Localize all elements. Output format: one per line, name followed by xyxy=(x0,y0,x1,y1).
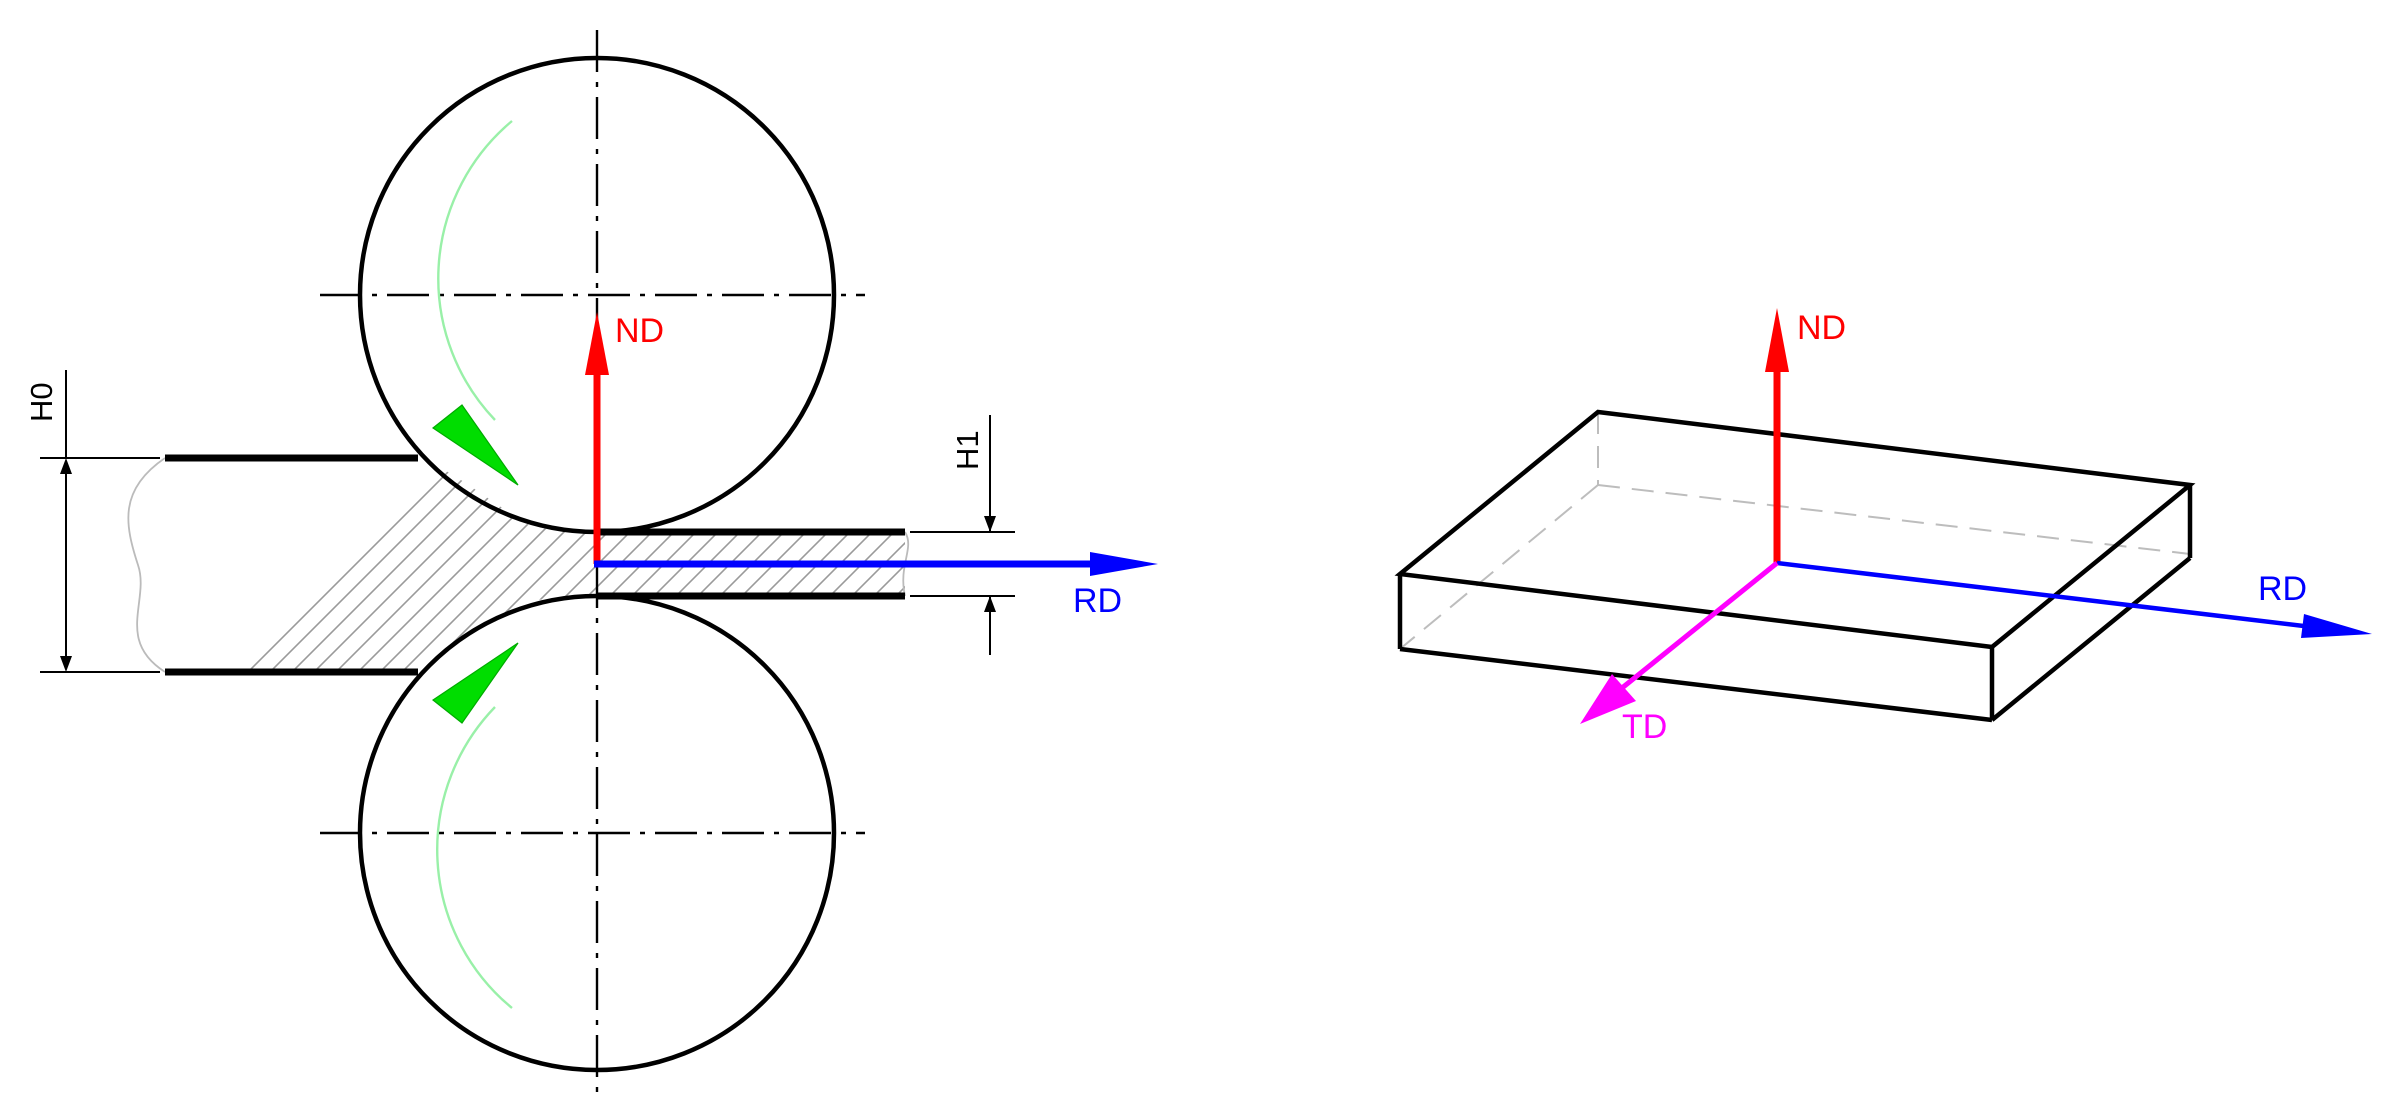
hatch-line xyxy=(793,458,906,672)
hatch-line xyxy=(595,458,897,672)
hatch-line xyxy=(639,458,906,672)
nd-arrowhead-icon xyxy=(585,312,609,375)
hatch-line xyxy=(1080,420,1380,720)
sheet-rd-label: RD xyxy=(2258,570,2307,608)
sheet-nd-label: ND xyxy=(1797,309,1846,347)
sheet-td-label: TD xyxy=(1622,708,1667,746)
hatch-line xyxy=(1124,420,1424,720)
strip-right-wavy-edge xyxy=(902,531,910,597)
rd-arrowhead-icon xyxy=(2301,614,2372,638)
upper-roll-rotation-arrow-icon xyxy=(431,404,519,486)
sheet-right-bottom-edge xyxy=(1990,556,2192,722)
hatch-line xyxy=(771,458,906,672)
rolling-schematic: H0 H1 ND RD xyxy=(24,30,1622,1095)
rd-arrowhead-icon xyxy=(1090,552,1158,576)
sheet-top-face xyxy=(1394,409,2196,650)
rolling-rd-label: RD xyxy=(1073,582,1122,620)
hatch-line xyxy=(661,458,906,672)
rolling-nd-label: ND xyxy=(615,312,664,350)
strip-left-wavy-edge xyxy=(127,457,166,673)
hatch-line xyxy=(485,458,787,672)
hatch-line xyxy=(1234,420,1534,720)
td-arrowhead-icon xyxy=(1580,674,1636,724)
rolling-nd-axis: ND xyxy=(585,312,664,564)
h0-label: H0 xyxy=(24,382,59,422)
hatch-line xyxy=(617,458,906,672)
rolling-rd-axis: RD xyxy=(594,552,1158,620)
hatch-line xyxy=(881,458,906,672)
lower-roll-rotation-arc xyxy=(436,706,513,1009)
hatch-line xyxy=(1036,420,1336,720)
sheet-rd-axis: RD xyxy=(1776,560,2372,638)
h0-dimension: H0 xyxy=(24,370,160,673)
sheet-front-bottom-edge xyxy=(1399,646,1993,723)
hatch-line xyxy=(419,458,721,672)
hatch-line xyxy=(1322,420,1622,720)
h1-dimension: H1 xyxy=(910,415,1015,655)
nd-arrowhead-icon xyxy=(1765,308,1789,372)
sheet-hidden-edge xyxy=(1597,484,2191,555)
upper-roll-rotation-arc xyxy=(437,120,513,421)
hatch-line xyxy=(683,458,906,672)
hatch-line xyxy=(1212,420,1512,720)
hatch-line xyxy=(397,458,699,672)
hatch-line xyxy=(463,458,765,672)
hatch-line xyxy=(1102,420,1402,720)
sheet-nd-axis: ND xyxy=(1765,308,1846,563)
lower-roll-rotation-arrow-icon xyxy=(431,642,519,724)
sheet-hidden-edge xyxy=(1399,484,1599,650)
hatch-line xyxy=(749,458,906,672)
hatch-line xyxy=(903,458,906,672)
hatch-line xyxy=(529,458,831,672)
hatch-line xyxy=(992,420,1292,720)
hatch-line xyxy=(1300,420,1600,720)
hatch-line xyxy=(1190,420,1490,720)
hatch-line xyxy=(1014,420,1314,720)
sheet-td-axis: TD xyxy=(1580,561,1779,746)
sheet-schematic: ND RD TD xyxy=(1394,308,2372,746)
h1-label: H1 xyxy=(950,430,985,470)
hatch-line xyxy=(573,458,875,672)
hatch-line xyxy=(1146,420,1446,720)
hatch-line xyxy=(1168,420,1468,720)
